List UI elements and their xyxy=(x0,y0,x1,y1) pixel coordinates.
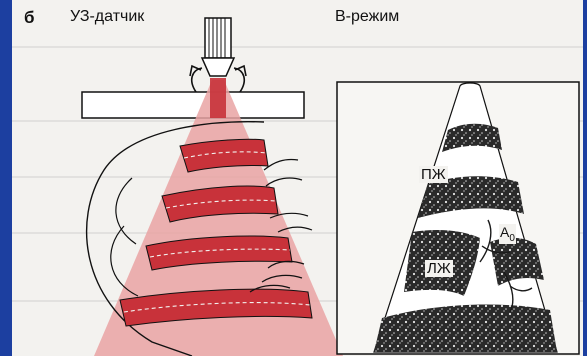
left-ventricle-label: ЛЖ xyxy=(425,260,453,277)
panel-letter: б xyxy=(24,8,35,28)
aorta-label: A0 xyxy=(499,224,516,244)
aorta-label-sub: 0 xyxy=(509,233,515,244)
figure-drawing xyxy=(12,0,583,356)
mode-label: В-режим xyxy=(335,8,399,26)
chest-wall xyxy=(82,92,304,118)
beam-origin xyxy=(210,78,226,118)
figure-page: б УЗ-датчик В-режим ПЖ A0 ЛЖ xyxy=(12,0,583,356)
probe-label: УЗ-датчик xyxy=(70,8,144,26)
right-ventricle-label: ПЖ xyxy=(419,166,448,183)
ultrasound-probe-icon xyxy=(202,18,234,76)
aorta-label-main: A xyxy=(500,224,509,240)
